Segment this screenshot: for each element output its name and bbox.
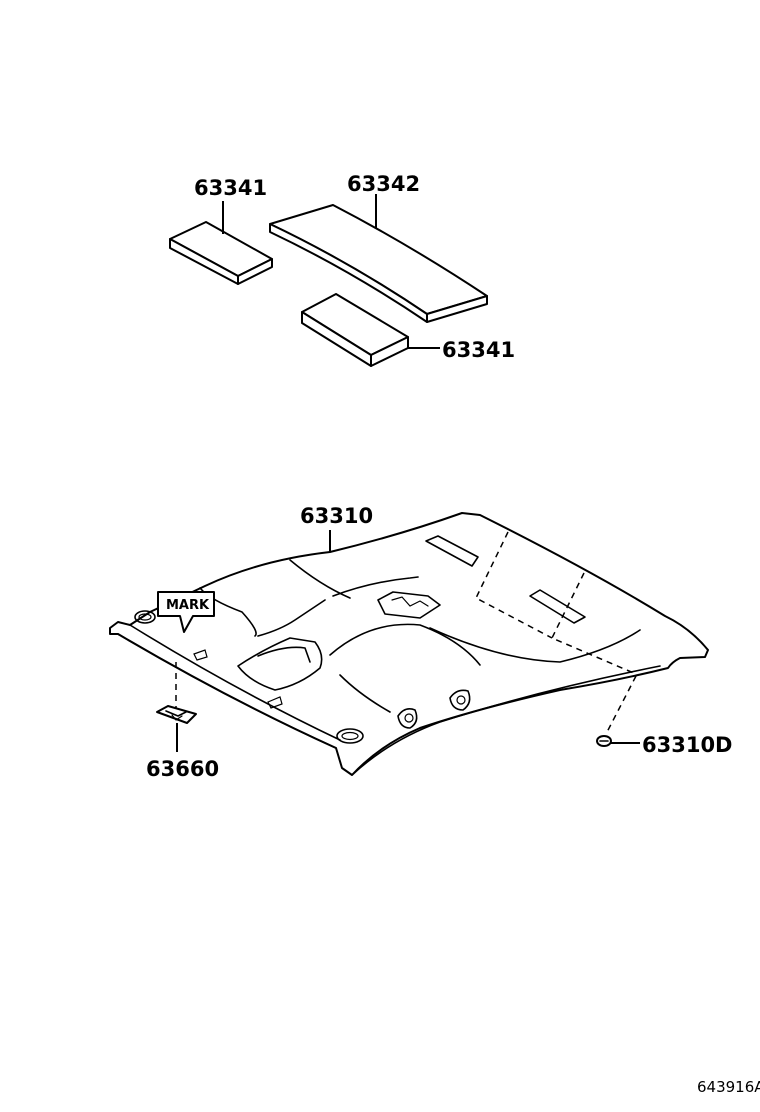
label-63341-upper[interactable]: 63341 xyxy=(194,176,267,200)
screw-reference-line xyxy=(605,675,637,735)
label-63310d[interactable]: 63310D xyxy=(642,733,733,757)
mark-tag: MARK xyxy=(157,591,215,633)
screw-63310d[interactable] xyxy=(596,735,612,747)
pad-63342[interactable] xyxy=(269,204,488,323)
label-63660[interactable]: 63660 xyxy=(146,757,219,781)
label-63310[interactable]: 63310 xyxy=(300,504,373,528)
label-63342[interactable]: 63342 xyxy=(347,172,420,196)
illustration-code: 643916A xyxy=(697,1078,760,1096)
headlining-63310[interactable] xyxy=(109,512,709,776)
label-63341-lower[interactable]: 63341 xyxy=(442,338,515,362)
mark-tag-label: MARK xyxy=(166,598,210,613)
pad-63341-upper[interactable] xyxy=(169,221,273,285)
clip-63660[interactable] xyxy=(156,705,197,724)
pad-63341-lower[interactable] xyxy=(301,293,409,367)
